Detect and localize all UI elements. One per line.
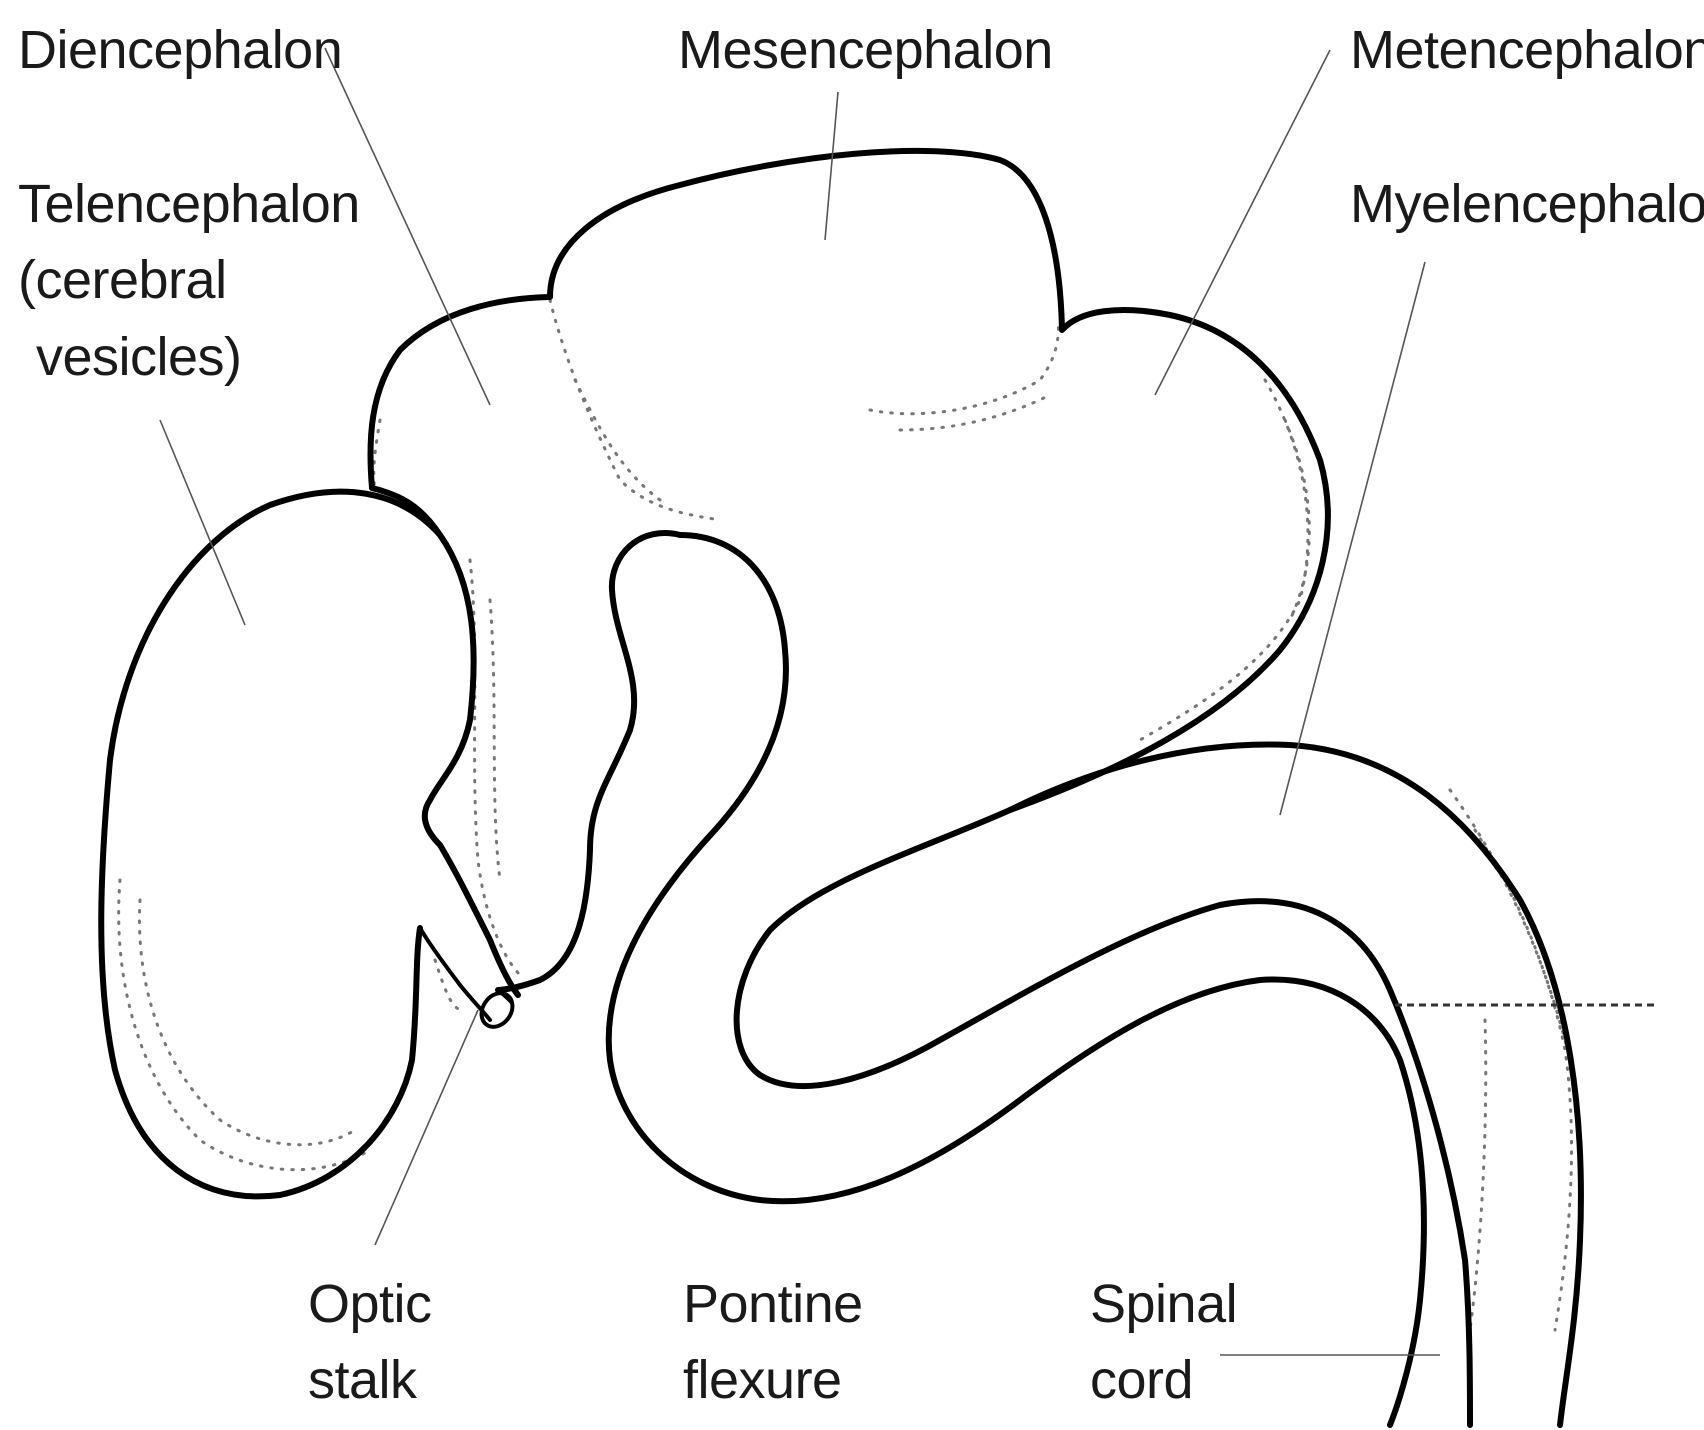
label-diencephalon: Diencephalon bbox=[18, 20, 342, 80]
optic-stalk-tip bbox=[479, 991, 515, 1029]
brain-upper-outline bbox=[367, 147, 1473, 1428]
label-optic-stalk-line1: Optic bbox=[308, 1274, 432, 1334]
label-telencephalon-vesicles: vesicles) bbox=[36, 327, 242, 387]
optic-stalk-leader bbox=[374, 1009, 479, 1246]
telencephalon-notch bbox=[418, 926, 462, 987]
stipple-shading bbox=[117, 298, 1580, 1332]
metencephalon-leader bbox=[1154, 49, 1331, 396]
label-pontine-flexure-line1: Pontine bbox=[683, 1274, 863, 1334]
label-metencephalon: Metencephalon bbox=[1350, 20, 1704, 80]
diencephalon-lower-edge bbox=[369, 485, 443, 538]
myelencephalon-outline bbox=[1007, 741, 1584, 1428]
pontine-flexure-inner bbox=[605, 532, 1427, 1428]
label-spinal-cord-line1: Spinal bbox=[1090, 1274, 1237, 1334]
label-mesencephalon: Mesencephalon bbox=[678, 20, 1053, 80]
label-myelencephalon: Myelencephalon bbox=[1350, 174, 1704, 234]
leader-lines bbox=[159, 47, 1440, 1356]
telencephalon-leader bbox=[159, 419, 246, 626]
label-spinal-cord-line2: cord bbox=[1090, 1350, 1193, 1410]
myelencephalon-leader bbox=[1279, 261, 1426, 816]
optic-stalk-body bbox=[458, 983, 514, 1022]
label-telencephalon-cerebral: (cerebral bbox=[18, 250, 227, 310]
mesencephalon-leader bbox=[824, 91, 839, 241]
pontine-flexure-outline bbox=[495, 530, 683, 993]
diencephalon-leader bbox=[324, 47, 491, 406]
telencephalon-outline bbox=[98, 488, 521, 1200]
label-pontine-flexure-line2: flexure bbox=[683, 1350, 842, 1410]
label-telencephalon: Telencephalon bbox=[18, 174, 360, 234]
label-optic-stalk-line2: stalk bbox=[308, 1350, 418, 1410]
